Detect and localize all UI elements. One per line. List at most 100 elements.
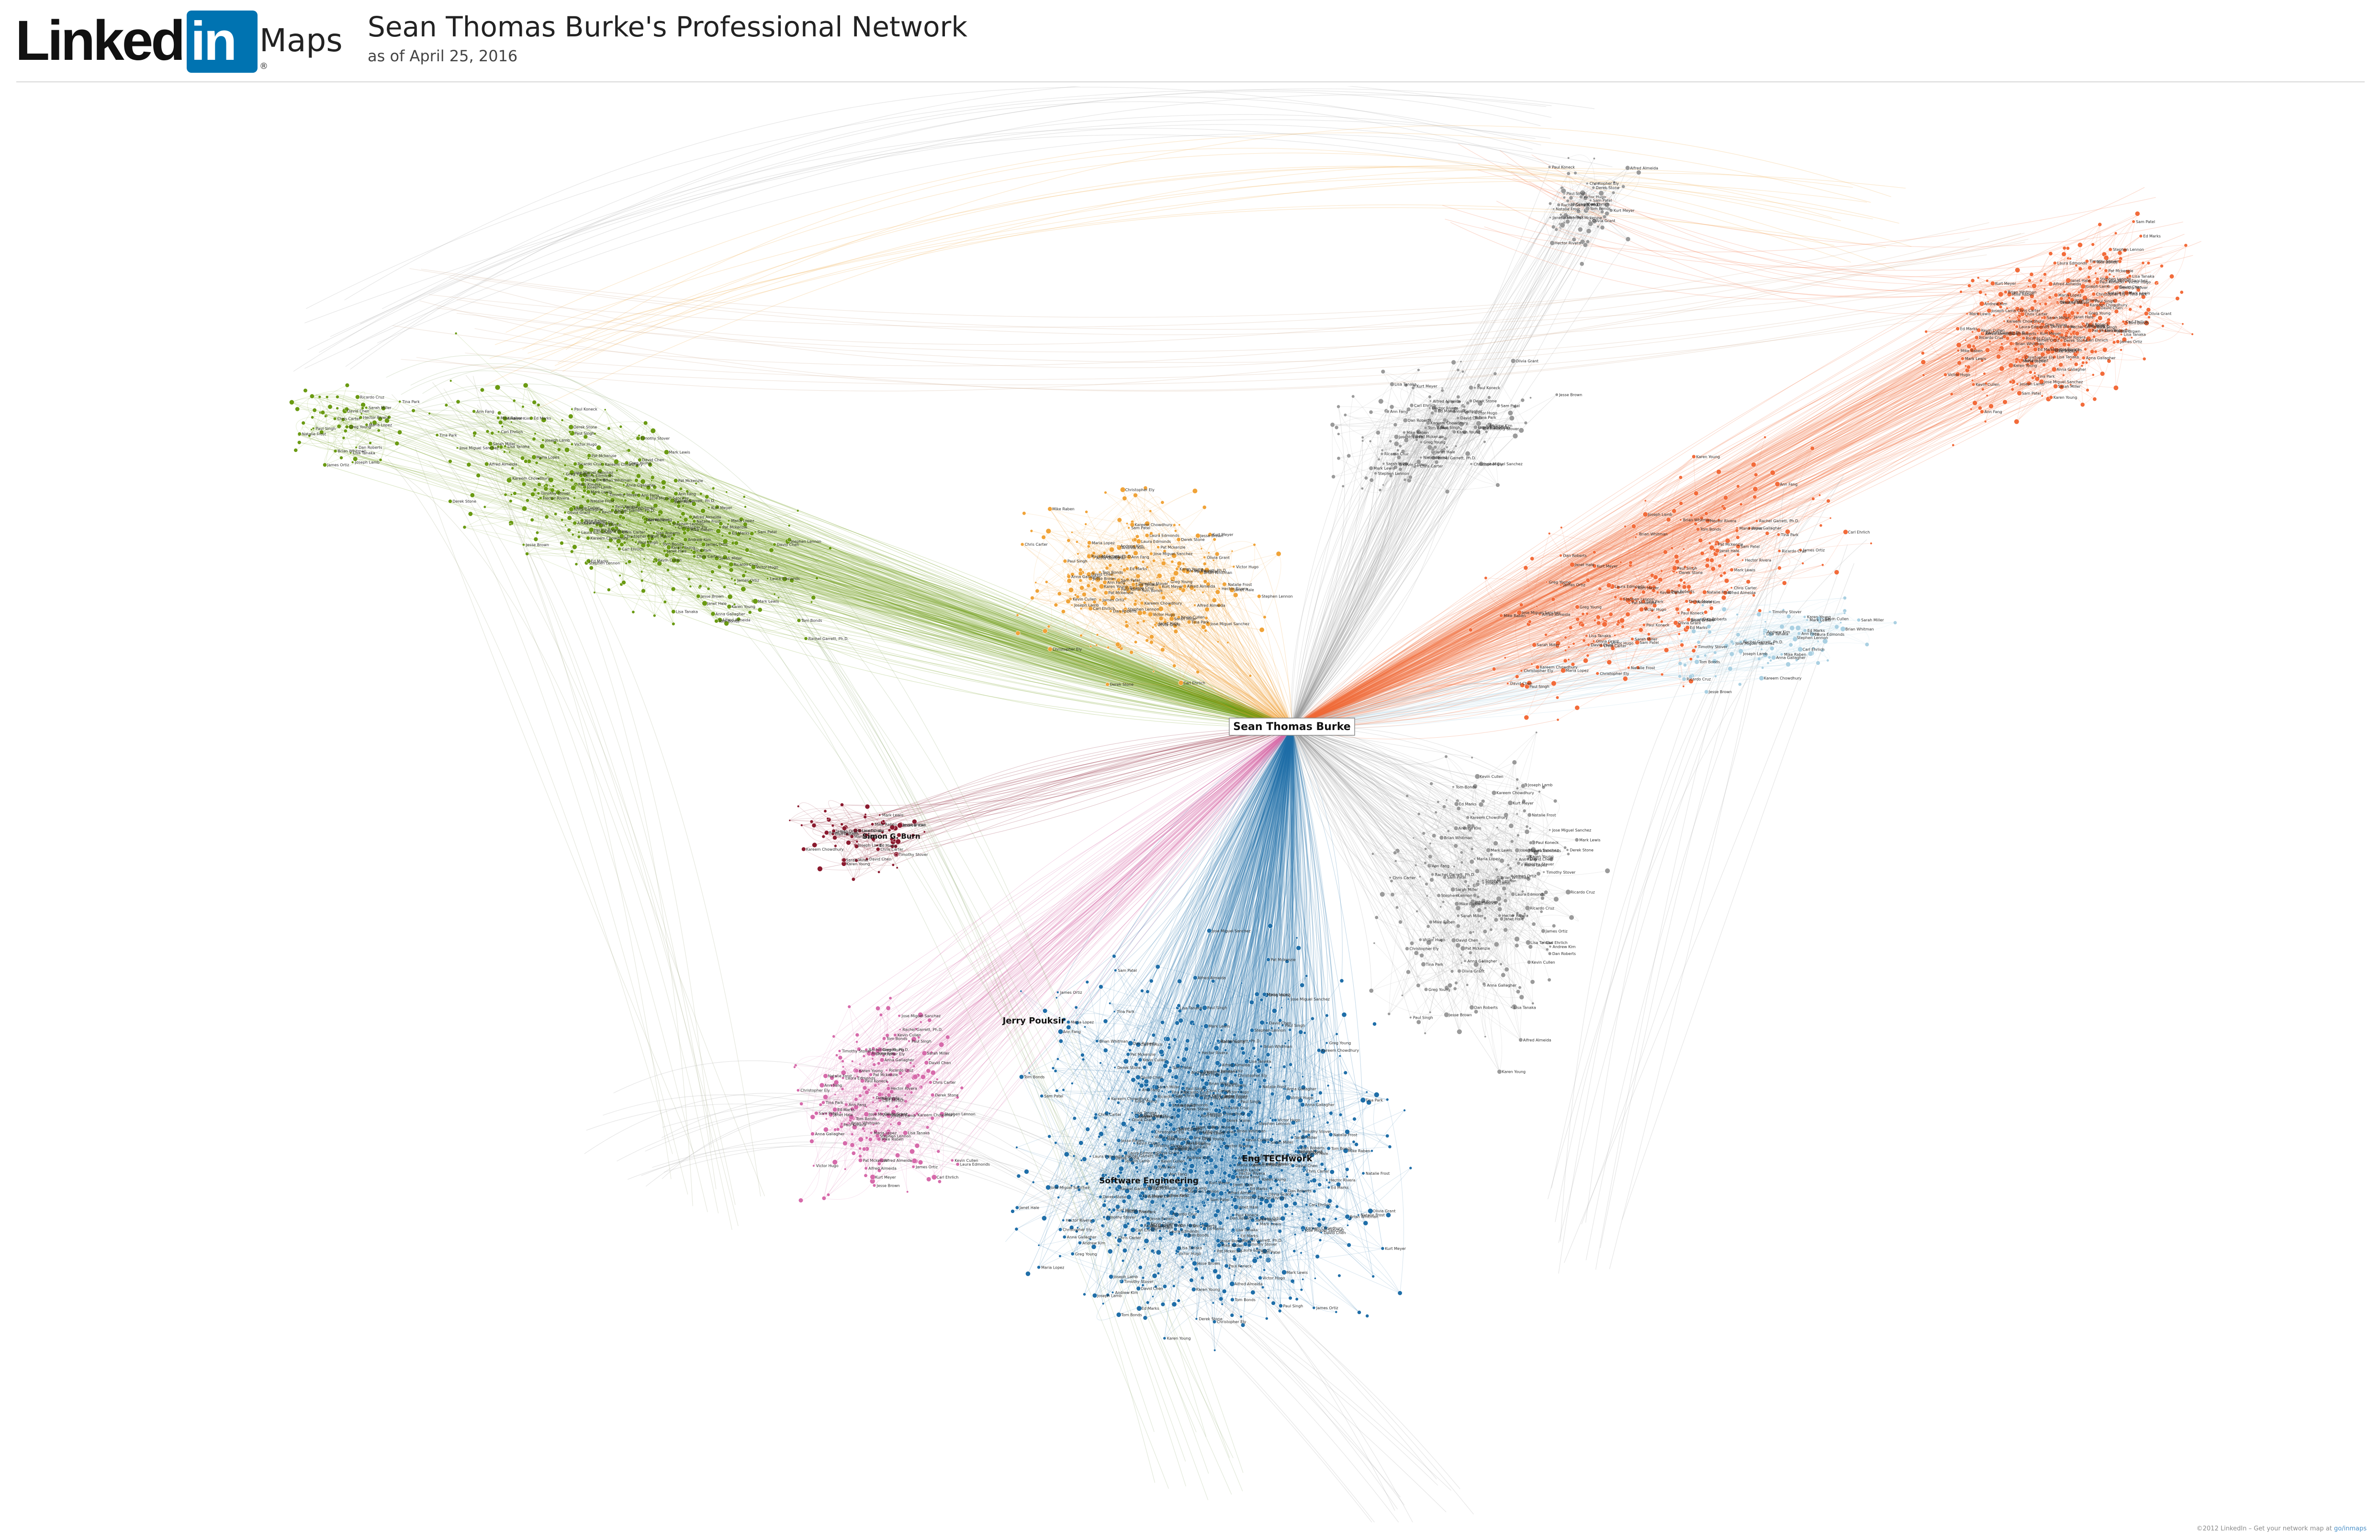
center-edge — [559, 449, 1292, 728]
network-edge — [562, 496, 707, 520]
network-edge — [457, 448, 712, 581]
network-edge — [505, 484, 624, 495]
center-edge — [610, 524, 1292, 728]
network-edge — [653, 531, 756, 565]
network-edge — [303, 423, 346, 436]
network-edge — [525, 385, 602, 510]
center-edge — [716, 620, 1292, 728]
network-edge — [380, 419, 385, 460]
network-edge — [492, 433, 506, 495]
network-edge — [602, 464, 617, 529]
network-edge — [732, 604, 751, 621]
network-edge — [678, 502, 707, 545]
center-edge — [374, 422, 1292, 728]
network-edge — [665, 588, 709, 603]
network-edge — [666, 452, 702, 586]
network-edge — [595, 480, 634, 612]
network-edge — [510, 500, 690, 528]
network-edge — [464, 527, 589, 562]
center-edge — [665, 541, 1292, 728]
network-edge — [626, 557, 725, 566]
center-edge — [602, 464, 1292, 728]
network-edge — [646, 519, 692, 551]
network-edge — [591, 567, 760, 610]
network-edge — [309, 419, 320, 436]
network-edge — [309, 408, 384, 436]
network-edge — [643, 575, 735, 591]
center-edge — [505, 494, 1292, 728]
network-edge — [1078, 596, 1208, 627]
network-edge — [1046, 582, 1220, 599]
center-edge — [546, 474, 1292, 728]
network-edge — [492, 422, 516, 439]
network-edge — [522, 414, 532, 419]
network-edge — [474, 433, 510, 452]
network-edge — [605, 409, 665, 551]
network-edge — [565, 487, 664, 526]
network-edge — [639, 435, 727, 493]
center-edge — [675, 480, 1292, 728]
network-edge — [473, 411, 556, 515]
network-edge — [604, 531, 720, 567]
center-edge — [798, 620, 1292, 728]
network-edge — [616, 512, 799, 621]
network-edge — [498, 431, 639, 443]
center-edge — [724, 586, 1292, 728]
network-edge — [542, 446, 626, 483]
network-edge — [532, 480, 652, 495]
network-edge — [675, 480, 736, 584]
center-edge — [594, 592, 1292, 728]
center-edge — [673, 589, 1292, 728]
network-edge — [683, 506, 806, 639]
center-edge — [899, 727, 1292, 826]
network-edge — [638, 544, 775, 554]
center-edge — [651, 538, 1292, 728]
network-edge — [645, 519, 751, 613]
network-edge — [525, 385, 605, 532]
network-edge — [562, 419, 640, 436]
network-edge — [584, 472, 610, 491]
center-edge — [522, 458, 1292, 728]
network-edge — [544, 486, 624, 583]
center-edge — [572, 444, 1292, 728]
network-edge — [652, 430, 666, 541]
network-edge — [563, 490, 647, 530]
network-edge — [625, 476, 639, 563]
network-edge — [606, 495, 642, 581]
network-edge — [574, 497, 620, 532]
network-edge — [645, 423, 656, 616]
center-edge — [673, 611, 1292, 728]
center-edge — [674, 523, 1292, 728]
network-edge — [525, 385, 730, 607]
network-edge — [312, 396, 389, 417]
network-edge — [1156, 577, 1214, 601]
network-edge — [324, 405, 363, 465]
network-edge — [299, 385, 348, 435]
network-edge — [538, 493, 752, 535]
network-edge — [1048, 531, 1160, 588]
network-edge — [356, 432, 400, 448]
network-edge — [606, 495, 660, 564]
network-edge — [542, 489, 552, 505]
center-edge — [774, 544, 1292, 728]
network-edge — [540, 430, 653, 498]
network-edge — [616, 461, 624, 583]
network-edge — [579, 516, 691, 533]
network-edge — [500, 422, 541, 459]
network-edge — [741, 519, 768, 579]
network-edge — [527, 553, 768, 579]
center-edge — [299, 442, 1292, 728]
center-edge — [648, 541, 1292, 728]
network-edge — [572, 433, 648, 499]
network-edge — [654, 529, 674, 616]
network-edge — [1050, 508, 1133, 525]
network-edge — [587, 475, 610, 501]
network-edge — [602, 464, 655, 616]
center-edge — [687, 529, 1292, 728]
network-edge — [662, 500, 691, 602]
product-name[interactable]: Maps — [259, 22, 343, 59]
network-edge — [352, 420, 387, 462]
network-edge — [668, 544, 705, 571]
center-edge — [588, 492, 1292, 728]
